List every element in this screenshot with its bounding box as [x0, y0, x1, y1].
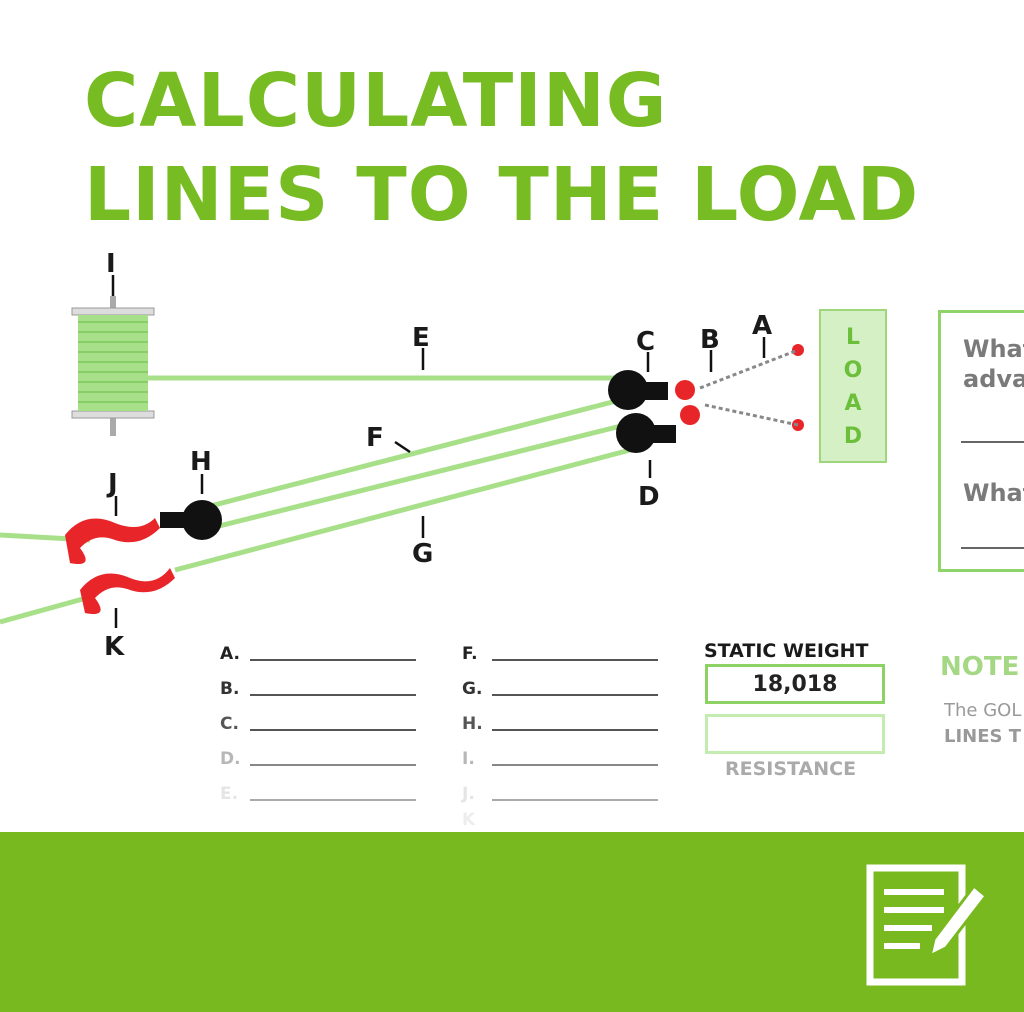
note-line-2: LINES T: [944, 726, 1022, 747]
answer-row-c[interactable]: C.: [220, 714, 416, 734]
label-arrows: [111, 275, 766, 628]
note-text: The GOL LINES T: [944, 698, 1021, 750]
title-line-2: LINES TO THE LOAD: [84, 152, 920, 238]
answer-label: A.: [220, 644, 240, 664]
hooks: [65, 344, 804, 614]
label-e: E: [412, 323, 430, 353]
answer-blank[interactable]: [492, 659, 658, 661]
footer-bar: [0, 832, 1024, 1012]
resistance-field[interactable]: [705, 714, 885, 754]
title-line-1: CALCULATING: [84, 58, 668, 144]
answer-row-a[interactable]: A.: [220, 644, 416, 664]
question-2: What: [963, 479, 1024, 507]
question-1-line-2: adva: [963, 365, 1024, 393]
static-weight-label: STATIC WEIGHT: [704, 640, 869, 662]
answer-blank[interactable]: [250, 694, 416, 696]
answer-label: D.: [220, 749, 241, 769]
answer-label: J.: [462, 784, 475, 804]
load-block: L O A D: [819, 309, 887, 463]
answer-blank[interactable]: [492, 729, 658, 731]
label-c: C: [636, 327, 655, 357]
answer-row-k: K: [462, 810, 492, 830]
chains: [699, 348, 799, 427]
wire-ropes: [0, 375, 631, 625]
label-b: B: [700, 325, 720, 355]
answer-label: G.: [462, 679, 483, 699]
answer-label: E.: [220, 784, 239, 804]
answer-blank[interactable]: [492, 764, 658, 766]
worksheet-icon: [866, 864, 989, 986]
answer-blank[interactable]: [250, 729, 416, 731]
note-heading: NOTE: [940, 652, 1020, 682]
answer-row-g[interactable]: G.: [462, 679, 658, 699]
answer-label: C.: [220, 714, 239, 734]
note-line-1: The GOL: [944, 700, 1022, 721]
load-letter: O: [844, 358, 863, 383]
rigging-diagram: L O A D I E C B A D F G H J K: [0, 249, 887, 662]
load-letter: L: [846, 325, 860, 350]
answer-blank[interactable]: [250, 799, 416, 801]
label-k: K: [104, 632, 125, 662]
answer-blank[interactable]: [250, 659, 416, 661]
answer-label: H.: [462, 714, 483, 734]
label-f: F: [366, 423, 384, 453]
answer-label: K: [462, 810, 476, 830]
label-i: I: [106, 249, 116, 279]
load-letter: A: [844, 391, 861, 416]
winch-drum: [71, 296, 155, 436]
answer-blank[interactable]: [492, 799, 658, 801]
label-g: G: [412, 539, 433, 569]
question-1-line-1: What: [963, 335, 1024, 363]
answer-line-1[interactable]: [961, 441, 1024, 443]
static-weight-field[interactable]: 18,018: [705, 664, 885, 704]
answer-blank[interactable]: [492, 694, 658, 696]
answer-label: B.: [220, 679, 240, 699]
answer-line-2[interactable]: [961, 547, 1024, 549]
answer-row-i[interactable]: I.: [462, 749, 658, 769]
answer-row-h[interactable]: H.: [462, 714, 658, 734]
load-letter: D: [844, 424, 862, 449]
answer-row-d[interactable]: D.: [220, 749, 416, 769]
answer-label: I.: [462, 749, 475, 769]
label-j: J: [106, 469, 118, 499]
answer-row-f[interactable]: F.: [462, 644, 658, 664]
answer-row-e[interactable]: E.: [220, 784, 416, 804]
answer-row-j[interactable]: J.: [462, 784, 658, 804]
answer-label: F.: [462, 644, 478, 664]
label-a: A: [752, 311, 772, 341]
resistance-label: RESISTANCE: [725, 758, 857, 780]
question-panel: What adva What: [938, 310, 1024, 572]
answer-row-b[interactable]: B.: [220, 679, 416, 699]
sheave-blocks: [160, 370, 676, 540]
answer-blank[interactable]: [250, 764, 416, 766]
label-h: H: [190, 447, 212, 477]
label-d: D: [638, 482, 660, 512]
